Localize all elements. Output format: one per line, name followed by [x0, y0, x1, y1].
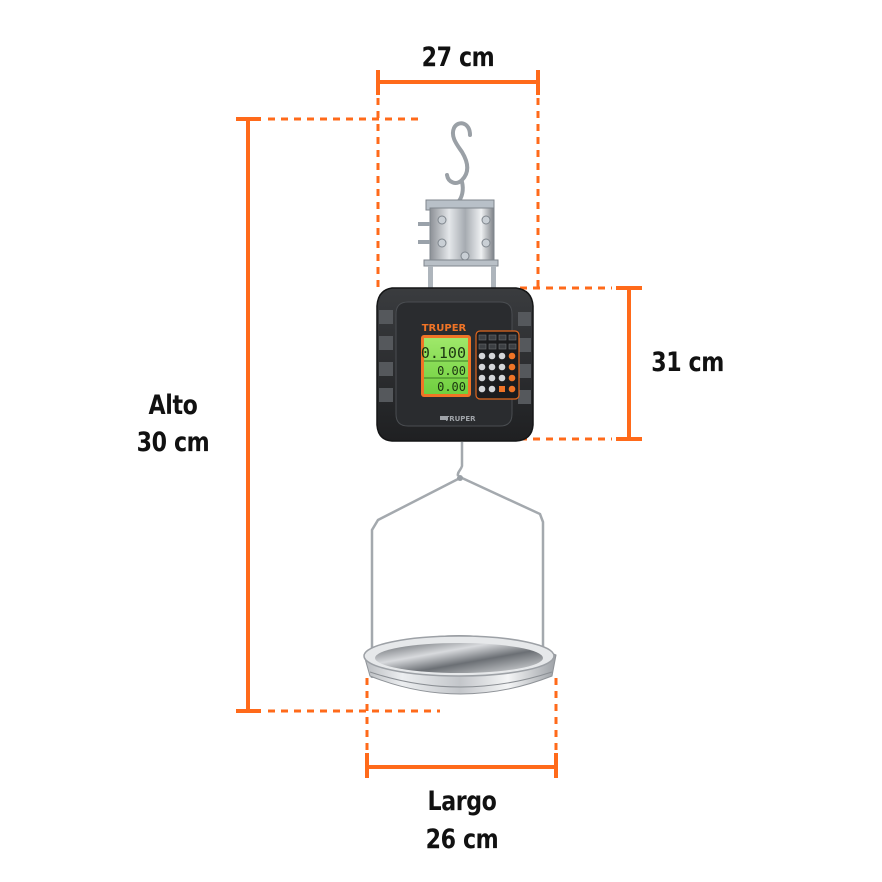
dimension-width-27cm: [376, 70, 540, 290]
weighing-pan: [363, 635, 557, 695]
s-hook: [445, 121, 472, 204]
lcd-line-2: 0.00: [437, 364, 466, 378]
lcd-display: 0.100 0.00 0.00: [421, 335, 471, 397]
keypad: [475, 330, 520, 400]
brand-logo-top: TRUPER: [422, 323, 467, 334]
dimension-body-height-31cm: [520, 286, 642, 441]
brand-logo-bottom: TRUPER: [444, 415, 476, 423]
body-height-label: 31 cm: [651, 347, 724, 378]
lcd-line-3: 0.00: [437, 380, 466, 394]
dimension-pan-length-26cm: [365, 678, 558, 778]
width-label: 27 cm: [421, 42, 495, 73]
pan-length-title: Largo: [427, 786, 497, 817]
mounting-bracket: [418, 199, 499, 290]
total-height-value: 30 cm: [136, 427, 210, 458]
dimension-total-height: [236, 117, 440, 713]
total-height-title: Alto: [148, 390, 198, 421]
pan-hanger: [370, 442, 545, 678]
lcd-line-1: 0.100: [421, 344, 466, 362]
pan-length-value: 26 cm: [425, 824, 499, 855]
